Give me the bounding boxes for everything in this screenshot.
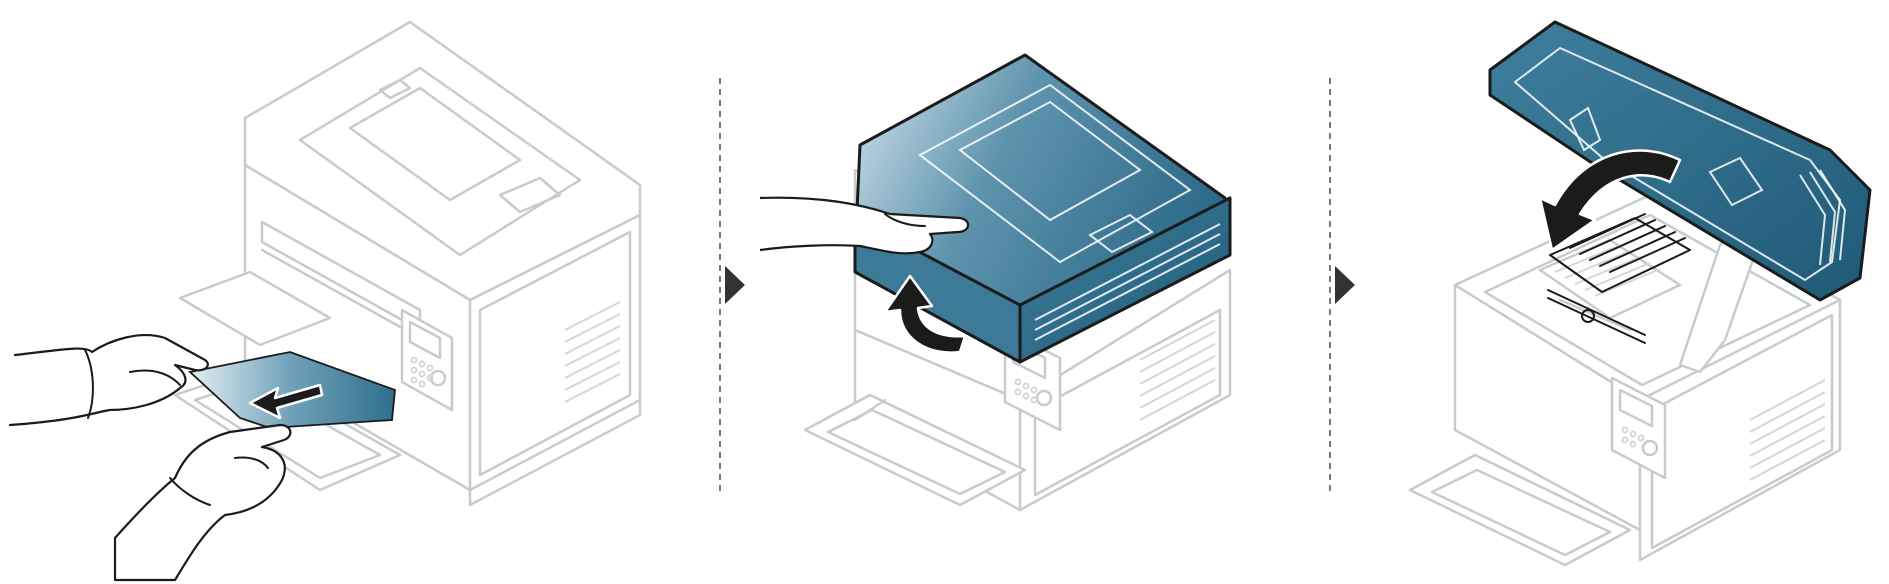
step-2-panel (760, 53, 1232, 512)
triangle-right-icon (1335, 266, 1355, 304)
triangle-right-icon (725, 266, 745, 304)
step-3-panel (1408, 20, 1872, 567)
step-marker-1 (725, 266, 745, 304)
right-hand-illustration (113, 423, 292, 582)
divider-dashed-line-1 (719, 78, 721, 496)
hand-lifting-illustration (760, 196, 970, 255)
left-hand-illustration (8, 334, 209, 427)
divider-dashed-line-2 (1329, 78, 1331, 496)
close-arrow-icon (1538, 149, 1682, 252)
step-1-panel (8, 20, 642, 582)
internal-mechanism (1547, 213, 1691, 344)
step-marker-2 (1335, 266, 1355, 304)
pull-arrow-icon (248, 383, 324, 420)
jammed-paper (188, 351, 396, 429)
lift-arrow-icon (883, 274, 967, 354)
scanner-unit-highlight (853, 53, 1232, 364)
